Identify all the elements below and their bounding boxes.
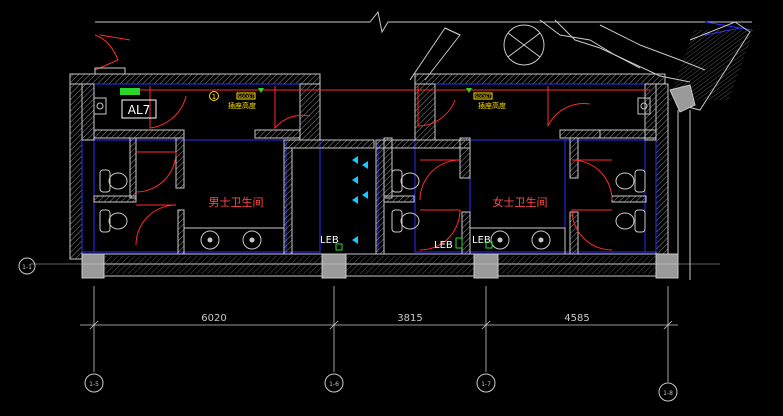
circle-number-icon xyxy=(209,91,219,101)
svg-text:1-7: 1-7 xyxy=(481,381,491,388)
socket-height-label-right: 插座高度 xyxy=(478,101,506,110)
small-sink-icon xyxy=(93,97,107,115)
dimension-value: 6020 xyxy=(201,313,226,324)
green-leb-box xyxy=(485,241,493,249)
svg-text:1-6: 1-6 xyxy=(329,381,339,388)
axis-row-label: 1-1 xyxy=(22,264,32,271)
leb-label: LEB xyxy=(434,240,453,251)
exterior-walls xyxy=(69,73,669,277)
panel-tag-box xyxy=(121,99,157,119)
axis-bubble-col3: 1-7 xyxy=(476,373,496,393)
sink-icon xyxy=(490,230,510,250)
small-sink-icon xyxy=(637,97,651,115)
toilet-icon xyxy=(391,209,420,233)
green-leb-box xyxy=(455,237,463,249)
sink-icon xyxy=(531,230,551,250)
axis-bubble-col2: 1-6 xyxy=(324,373,344,393)
vanity-counter xyxy=(183,227,285,255)
toilet-icon xyxy=(615,209,646,233)
axis-bubble-col1: 1-5 xyxy=(84,373,104,393)
stair-fragment xyxy=(409,19,753,111)
diagonal-hatch-wall xyxy=(668,30,755,100)
top-left-door xyxy=(94,34,131,75)
svg-text:1-5: 1-5 xyxy=(89,381,99,388)
leb-label: LEB xyxy=(320,235,339,246)
panel-tag: AL7 xyxy=(128,103,151,117)
room-label-womens: 女士卫生间 xyxy=(493,195,548,209)
corridor-walls xyxy=(283,139,471,255)
sink-icon xyxy=(200,230,220,250)
toilet-icon xyxy=(99,209,128,233)
socket-marker-left: SOCKET xyxy=(236,88,264,100)
toilet-icon xyxy=(615,169,646,193)
sink-icon xyxy=(242,230,262,250)
dimension-line xyxy=(80,286,678,382)
mens-partitions xyxy=(81,83,321,255)
green-panel-icon xyxy=(120,88,140,95)
axis-bubble-col4: 1-8 xyxy=(658,382,678,402)
dimension-value: 4585 xyxy=(564,313,589,324)
axis-bubble-row xyxy=(18,257,36,275)
toilet-icon xyxy=(99,169,128,193)
room-label-mens: 男士卫生间 xyxy=(209,195,264,209)
structural-columns xyxy=(81,84,696,279)
toilet-icon xyxy=(391,169,420,193)
circle-number: 1 xyxy=(212,93,216,101)
svg-text:SOCKET: SOCKET xyxy=(238,94,255,99)
socket-height-label-left: 插座高度 xyxy=(228,101,256,110)
top-break-line xyxy=(95,10,752,34)
green-leb-box xyxy=(335,243,343,251)
cyan-arrow-marks xyxy=(352,156,368,244)
vanity-counter xyxy=(469,227,566,255)
socket-marker-right: SOCKET xyxy=(466,88,493,100)
svg-text:SOCKET: SOCKET xyxy=(475,94,492,99)
door-swings xyxy=(135,86,613,251)
dimension-value: 3815 xyxy=(397,313,422,324)
svg-text:1-8: 1-8 xyxy=(663,390,673,397)
right-wall xyxy=(677,110,691,280)
leb-label: LEB xyxy=(472,235,491,246)
bottom-wall-hatch xyxy=(104,256,656,274)
